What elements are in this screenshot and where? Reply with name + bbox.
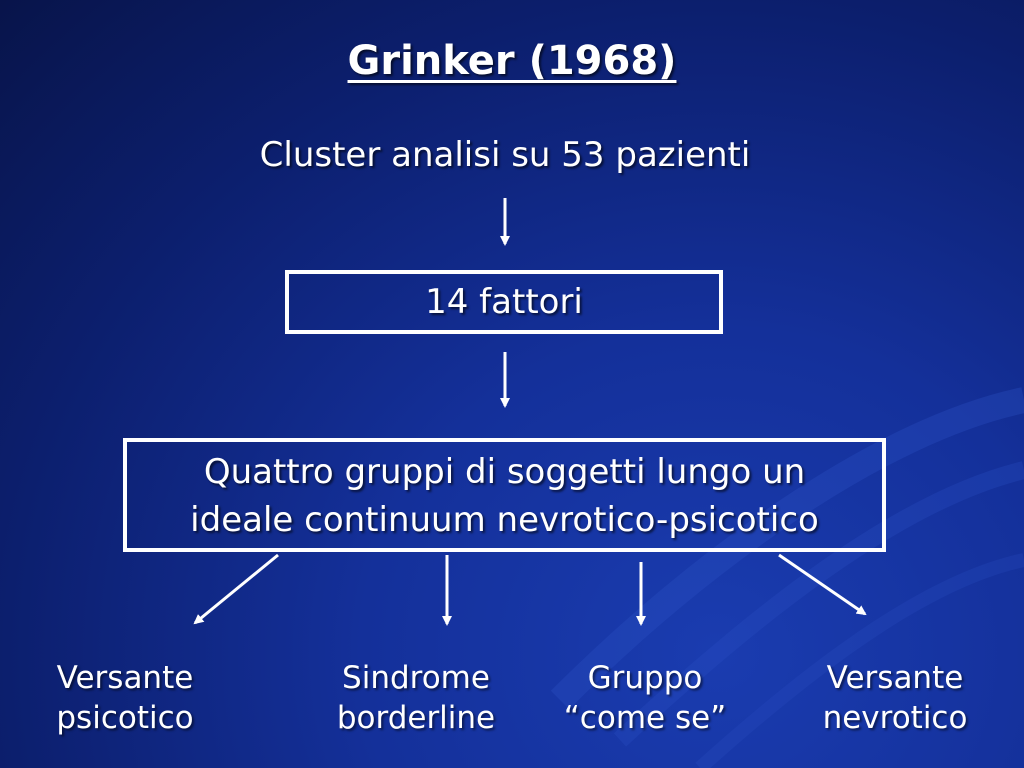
arrow-to-psicotico [193,553,279,625]
groups-box-line2: ideale continuum nevrotico-psicotico [190,500,819,540]
outcome-come-se-line1: Gruppo [587,660,703,696]
factors-box-text: 14 fattori [425,282,583,322]
outcome-nevrotico-line2: nevrotico [822,700,968,736]
groups-box: Quattro gruppi di soggetti lungo un idea… [123,438,886,552]
outcome-psicotico-line2: psicotico [56,700,194,736]
slide-title: Grinker (1968) [347,38,677,84]
outcome-borderline-line1: Sindrome [342,660,490,696]
outcome-come-se-line2: “come se” [563,700,727,736]
outcome-borderline: Sindrome borderline [306,658,526,738]
factors-box: 14 fattori [285,270,723,334]
outcome-borderline-line2: borderline [336,700,496,736]
outcome-nevrotico-line1: Versante [826,660,964,696]
outcome-psicotico: Versante psicotico [15,658,235,738]
arrow-to-nevrotico [778,553,867,616]
outcome-come-se: Gruppo “come se” [535,658,755,738]
groups-box-line1: Quattro gruppi di soggetti lungo un [203,452,806,492]
slide-subtitle: Cluster analisi su 53 pazienti [259,135,751,175]
outcome-nevrotico: Versante nevrotico [785,658,1005,738]
outcome-psicotico-line1: Versante [56,660,194,696]
